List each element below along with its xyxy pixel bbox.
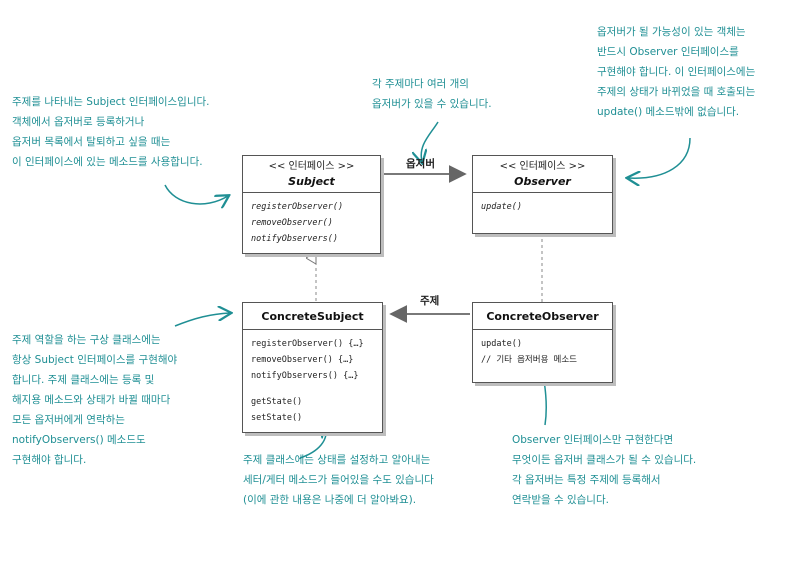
observer-method: update()	[481, 202, 522, 212]
concrete-subject-name: ConcreteSubject	[261, 310, 364, 323]
note-line: 각 주제마다 여러 개의	[372, 78, 469, 90]
observer-interface-note: 옵저버가 될 가능성이 있는 객체는 반드시 Observer 인터페이스를 구…	[597, 22, 755, 122]
note-line: 주제 클래스에는 상태를 설정하고 알아내는	[243, 454, 431, 466]
note-line: 합니다. 주제 클래스에는 등록 및	[12, 374, 155, 386]
note-line: 이 인터페이스에 있는 메소드를 사용합니다.	[12, 156, 203, 168]
observers-edge-label: 옵저버	[406, 158, 435, 170]
subject-methods: registerObserver() removeObserver() noti…	[243, 193, 380, 253]
note-line: 해지용 메소드와 상태가 바뀔 때마다	[12, 394, 171, 406]
note-arrow-concrete-subject	[174, 313, 230, 327]
concrete-observer-name: ConcreteObserver	[486, 310, 599, 323]
concrete-observer-box: ConcreteObserver update() // 기타 옵저버용 메소드	[472, 302, 613, 383]
state-methods-note: 주제 클래스에는 상태를 설정하고 알아내는 세터/게터 메소드가 들어있을 수…	[243, 450, 434, 510]
concrete-subject-header: ConcreteSubject	[243, 303, 382, 330]
note-line: 객체에서 옵저버로 등록하거나	[12, 116, 145, 128]
subject-interface-note: 주제를 나타내는 Subject 인터페이스입니다. 객체에서 옵저버로 등록하…	[12, 92, 210, 172]
note-line: 연락받을 수 있습니다.	[512, 494, 609, 506]
concrete-observer-method: // 기타 옵저버용 메소드	[481, 355, 577, 365]
observer-methods: update()	[473, 193, 612, 233]
note-line: 세터/게터 메소드가 들어있을 수도 있습니다	[243, 474, 434, 486]
concrete-observer-method: update()	[481, 339, 522, 349]
method-gap	[251, 384, 374, 394]
subject-method: removeObserver()	[251, 218, 333, 228]
note-line: 구현해야 합니다.	[12, 454, 87, 466]
note-line: notifyObservers() 메소드도	[12, 434, 146, 446]
observer-stereotype: << 인터페이스 >>	[499, 161, 586, 172]
note-line: 구현해야 합니다. 이 인터페이스에는	[597, 66, 756, 78]
note-line: 옵저버가 있을 수 있습니다.	[372, 98, 492, 110]
note-line: 옵저버가 될 가능성이 있는 객체는	[597, 26, 746, 38]
observer-interface-box: << 인터페이스 >> Observer update()	[472, 155, 613, 234]
concrete-subject-box: ConcreteSubject registerObserver() {…} r…	[242, 302, 383, 433]
subject-header: << 인터페이스 >> Subject	[243, 156, 380, 193]
subject-edge-label: 주제	[420, 295, 440, 307]
subject-method: notifyObservers()	[251, 234, 338, 244]
observer-name: Observer	[514, 175, 571, 188]
note-line: (이에 관한 내용은 나중에 더 알아봐요).	[243, 494, 417, 506]
note-line: 주제 역할을 하는 구상 클래스에는	[12, 334, 161, 346]
note-line: 무엇이든 옵저버 클래스가 될 수 있습니다.	[512, 454, 697, 466]
concrete-subject-method: registerObserver() {…}	[251, 339, 364, 349]
concrete-subject-method: notifyObservers() {…}	[251, 371, 359, 381]
note-line: update() 메소드밖에 없습니다.	[597, 106, 740, 118]
subject-interface-box: << 인터페이스 >> Subject registerObserver() r…	[242, 155, 381, 254]
note-arrow-subject	[164, 184, 228, 204]
concrete-observer-note: Observer 인터페이스만 구현한다면 무엇이든 옵저버 클래스가 될 수 …	[512, 430, 696, 510]
subject-name: Subject	[288, 175, 335, 188]
concrete-observer-header: ConcreteObserver	[473, 303, 612, 330]
concrete-subject-note: 주제 역할을 하는 구상 클래스에는 항상 Subject 인터페이스를 구현해…	[12, 330, 177, 470]
note-line: 반드시 Observer 인터페이스를	[597, 46, 739, 58]
note-line: 항상 Subject 인터페이스를 구현해야	[12, 354, 178, 366]
note-arrow-many-observers	[421, 121, 439, 162]
concrete-subject-method: removeObserver() {…}	[251, 355, 354, 365]
many-observers-note: 각 주제마다 여러 개의 옵저버가 있을 수 있습니다.	[372, 74, 492, 114]
concrete-observer-methods: update() // 기타 옵저버용 메소드	[473, 330, 612, 382]
subject-stereotype: << 인터페이스 >>	[268, 161, 355, 172]
concrete-subject-method: setState()	[251, 413, 303, 423]
concrete-subject-methods: registerObserver() {…} removeObserver() …	[243, 330, 382, 432]
observer-header: << 인터페이스 >> Observer	[473, 156, 612, 193]
note-line: 모든 옵저버에게 연락하는	[12, 414, 125, 426]
note-line: 각 옵저버는 특정 주제에 등록해서	[512, 474, 661, 486]
subject-method: registerObserver()	[251, 202, 344, 212]
note-line: Observer 인터페이스만 구현한다면	[512, 434, 674, 446]
note-line: 옵저버 목록에서 탈퇴하고 싶을 때는	[12, 136, 171, 148]
note-arrow-observer	[628, 137, 691, 178]
note-line: 주제를 나타내는 Subject 인터페이스입니다.	[12, 96, 210, 108]
concrete-subject-method: getState()	[251, 397, 303, 407]
note-line: 주제의 상태가 바뀌었을 때 호출되는	[597, 86, 756, 98]
